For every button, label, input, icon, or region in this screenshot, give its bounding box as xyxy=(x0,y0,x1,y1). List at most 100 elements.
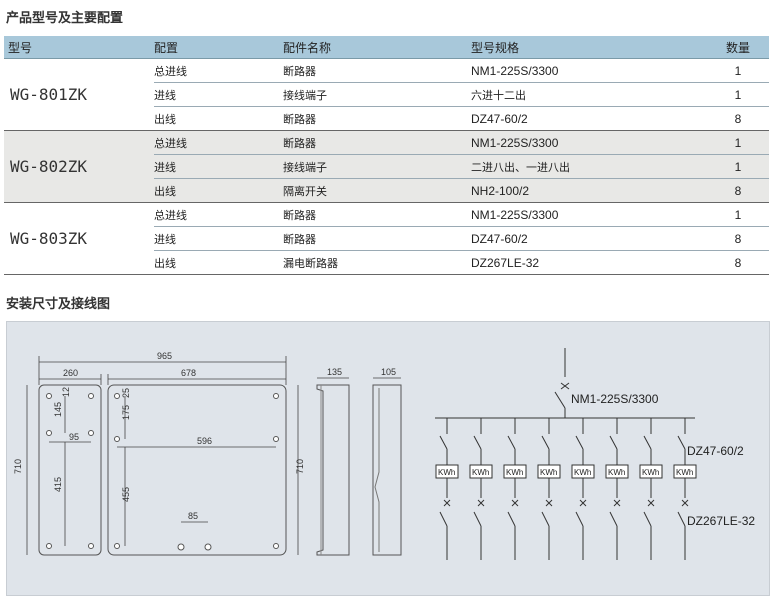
branch-breaker-switch xyxy=(677,435,686,450)
rcd-switch xyxy=(643,511,652,527)
part-cell: 断路器 xyxy=(283,130,471,155)
kwh-meter-label: KWh xyxy=(438,468,455,477)
config-cell: 总进线 xyxy=(154,58,283,83)
part-cell: 断路器 xyxy=(283,58,471,83)
left-plate-outline xyxy=(38,384,102,556)
config-cell: 出线 xyxy=(154,178,283,203)
rcd-switch xyxy=(507,511,516,527)
table-row: 出线 漏电断路器 DZ267LE-32 8 xyxy=(4,250,769,275)
config-cell: 总进线 xyxy=(154,202,283,227)
qty-cell: 1 xyxy=(707,130,769,155)
rcd-cross xyxy=(647,499,655,507)
dim-height-right: 710 xyxy=(295,459,305,474)
branch-breaker-switch xyxy=(541,435,550,450)
section-title-config: 产品型号及主要配置 xyxy=(6,11,124,26)
spec-cell: 六进十二出 xyxy=(471,82,707,107)
dim-596: 596 xyxy=(197,436,212,446)
dim-455: 455 xyxy=(121,487,131,502)
table-header-row: 型号 配置 配件名称 型号规格 数量 xyxy=(4,36,769,59)
config-cell: 进线 xyxy=(154,226,283,251)
dim-right-width: 678 xyxy=(181,368,196,378)
qty-cell: 8 xyxy=(707,178,769,203)
rcd-cross xyxy=(579,499,587,507)
table-row: WG-803ZK 总进线 断路器 NM1-225S/3300 1 xyxy=(4,202,769,275)
section-title-install: 安装尺寸及接线图 xyxy=(6,297,111,312)
kwh-meter-label: KWh xyxy=(540,468,557,477)
config-cell: 出线 xyxy=(154,106,283,131)
side-view-1 xyxy=(316,384,350,556)
kwh-meter-label: KWh xyxy=(506,468,523,477)
table-row: 出线 隔离开关 NH2-100/2 8 xyxy=(4,178,769,203)
table-row: 出线 断路器 DZ47-60/2 8 xyxy=(4,106,769,131)
spec-cell: 二进八出、一进八出 xyxy=(471,154,707,179)
branch-breaker-switch xyxy=(643,435,652,450)
spec-cell: DZ47-60/2 xyxy=(471,106,707,131)
config-cell: 进线 xyxy=(154,154,283,179)
qty-cell: 8 xyxy=(707,226,769,251)
qty-cell: 1 xyxy=(707,82,769,107)
wiring-diagram xyxy=(435,348,695,419)
config-cell: 总进线 xyxy=(154,130,283,155)
rcd-switch xyxy=(541,511,550,527)
model-cell: WG-803ZK xyxy=(4,202,154,275)
part-cell: 断路器 xyxy=(283,106,471,131)
table-row: WG-802ZK 总进线 断路器 NM1-225S/3300 1 xyxy=(4,130,769,203)
rcd-switch xyxy=(473,511,482,527)
rcd-switch xyxy=(439,511,448,527)
qty-cell: 1 xyxy=(707,154,769,179)
dim-105: 105 xyxy=(381,367,396,377)
install-drawing: 965 260 678 710 710 145 12 95 415 25 175… xyxy=(13,348,755,560)
spec-cell: NM1-225S/3300 xyxy=(471,202,707,227)
table-row: WG-801ZK 总进线 断路器 NM1-225S/3300 1 xyxy=(4,58,769,131)
branch-breaker-switch xyxy=(507,435,516,450)
dim-135: 135 xyxy=(327,367,342,377)
dim-175: 175 xyxy=(121,405,131,420)
enclosure-outline xyxy=(107,384,287,556)
rcd-cross xyxy=(511,499,519,507)
rcd-breaker-label: DZ267LE-32 xyxy=(687,514,755,528)
dim-left-width: 260 xyxy=(63,368,78,378)
branch-breaker-label: DZ47-60/2 xyxy=(687,444,744,458)
header-part-name: 配件名称 xyxy=(283,36,471,59)
table-row: 进线 接线端子 二进八出、一进八出 1 xyxy=(4,154,769,179)
rcd-cross xyxy=(681,499,689,507)
part-cell: 漏电断路器 xyxy=(283,250,471,275)
config-table: 型号 配置 配件名称 型号规格 数量 WG-801ZK 总进线 断路器 NM1-… xyxy=(4,36,769,275)
branch-breaker-switch xyxy=(575,435,584,450)
dim-25: 25 xyxy=(121,388,131,398)
qty-cell: 8 xyxy=(707,106,769,131)
main-breaker-label: NM1-225S/3300 xyxy=(571,392,659,406)
dim-95: 95 xyxy=(69,432,79,442)
branch-breaker-switch xyxy=(473,435,482,450)
spec-cell: NH2-100/2 xyxy=(471,178,707,203)
spec-cell: DZ267LE-32 xyxy=(471,250,707,275)
part-cell: 接线端子 xyxy=(283,154,471,179)
rcd-cross xyxy=(443,499,451,507)
rcd-switch xyxy=(575,511,584,527)
dim-415: 415 xyxy=(53,477,63,492)
header-config: 配置 xyxy=(154,36,283,59)
kwh-meter-label: KWh xyxy=(642,468,659,477)
dim-145: 145 xyxy=(53,402,63,417)
kwh-meter-label: KWh xyxy=(472,468,489,477)
part-cell: 断路器 xyxy=(283,202,471,227)
rcd-cross xyxy=(477,499,485,507)
rcd-switch xyxy=(609,511,618,527)
config-cell: 出线 xyxy=(154,250,283,275)
part-cell: 接线端子 xyxy=(283,82,471,107)
rcd-cross xyxy=(613,499,621,507)
branch-breaker-switch xyxy=(609,435,618,450)
dim-85: 85 xyxy=(188,511,198,521)
header-spec: 型号规格 xyxy=(471,36,707,59)
install-diagram-panel: 965 260 678 710 710 145 12 95 415 25 175… xyxy=(6,321,770,596)
dim-total-width: 965 xyxy=(157,351,172,361)
qty-cell: 1 xyxy=(707,58,769,83)
dim-12: 12 xyxy=(61,387,71,397)
table-row: 进线 断路器 DZ47-60/2 8 xyxy=(4,226,769,251)
spec-cell: NM1-225S/3300 xyxy=(471,130,707,155)
qty-cell: 1 xyxy=(707,202,769,227)
qty-cell: 8 xyxy=(707,250,769,275)
rcd-switch xyxy=(677,511,686,527)
model-cell: WG-801ZK xyxy=(4,58,154,131)
